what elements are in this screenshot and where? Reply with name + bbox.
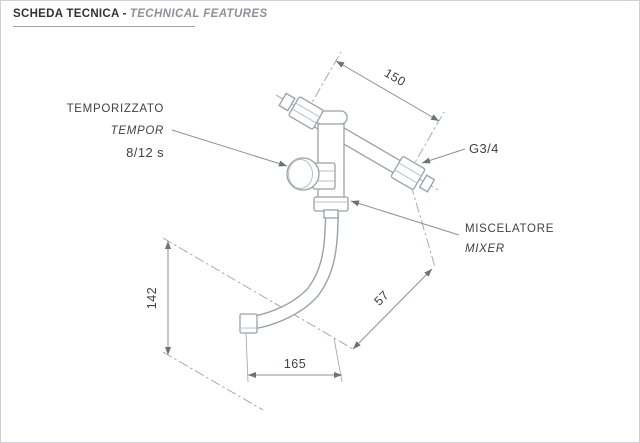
header-separator: -	[122, 8, 127, 20]
spout-tube	[248, 213, 338, 329]
page-header: SCHEDA TECNICA-TECHNICAL FEATURES	[13, 8, 268, 20]
spout-outlet	[239, 313, 258, 334]
label-temporizzato: TEMPORIZZATO	[67, 103, 164, 115]
leader-timer	[171, 129, 288, 167]
extension-150-left	[305, 51, 342, 114]
label-thread-size: G3/4	[469, 141, 499, 156]
leader-mixer	[350, 200, 460, 236]
centerline-floor-plane	[162, 351, 264, 411]
dimension-text-165: 165	[284, 357, 306, 371]
label-timer-value: 8/12 s	[126, 145, 164, 160]
dimension-line-150	[335, 60, 440, 122]
label-tempor: TEMPOR	[111, 125, 164, 137]
extension-150-right	[408, 111, 445, 174]
inlet-fitting-left	[278, 92, 324, 130]
extension-165-left	[245, 332, 249, 383]
label-mixer: MIXER	[465, 243, 505, 255]
dimension-line-57	[352, 268, 433, 350]
control-knob	[286, 157, 320, 191]
extension-57-right	[410, 184, 436, 268]
header-rule	[13, 26, 195, 27]
spout-connection-nut	[313, 196, 349, 219]
header-title-english: TECHNICAL FEATURES	[129, 8, 268, 20]
inlet-fitting-right	[390, 156, 436, 193]
dimension-text-150: 150	[382, 66, 408, 89]
leader-thread	[421, 148, 466, 164]
dimension-text-57: 57	[371, 288, 391, 308]
dimension-text-142: 142	[145, 287, 159, 309]
label-miscelatore: MISCELATORE	[465, 223, 554, 235]
header-title-italian: SCHEDA TECNICA	[13, 8, 120, 20]
